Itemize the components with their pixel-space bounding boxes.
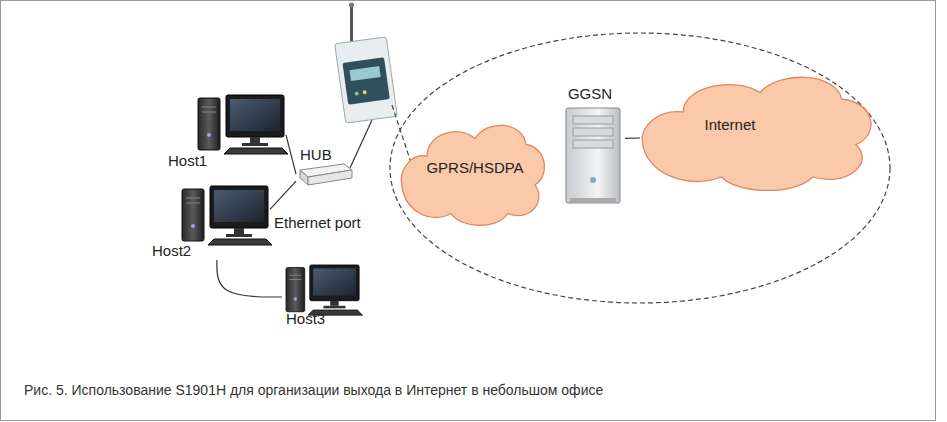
node-label: Host3 bbox=[286, 310, 325, 328]
network-cloud: GPRS/HSDPA bbox=[400, 110, 550, 225]
network-cable bbox=[217, 260, 282, 297]
node-label: GPRS/HSDPA bbox=[426, 159, 523, 177]
cable bbox=[350, 120, 372, 168]
network-cloud: Internet bbox=[640, 60, 880, 190]
gateway-server: GGSN bbox=[555, 85, 625, 215]
computer-icon bbox=[182, 186, 272, 245]
cloud-shape bbox=[640, 60, 880, 190]
network-cable bbox=[286, 135, 296, 174]
computer-icon bbox=[198, 95, 288, 154]
node-label: Host1 bbox=[168, 152, 207, 170]
node-label: Internet bbox=[705, 116, 756, 134]
network-cable bbox=[625, 137, 640, 139]
node-label: GGSN bbox=[568, 85, 612, 103]
host-computer: Host1 bbox=[168, 92, 286, 170]
server-icon bbox=[566, 108, 620, 203]
router-device bbox=[335, 3, 398, 124]
node-label: Host2 bbox=[152, 242, 191, 260]
network-cable bbox=[270, 181, 296, 209]
hub: HUB bbox=[296, 142, 354, 188]
hub-device bbox=[300, 164, 352, 185]
node-label: HUB bbox=[300, 146, 332, 164]
network-boundary bbox=[390, 33, 890, 303]
host-computer: Host3 bbox=[282, 262, 362, 332]
computer-icon bbox=[286, 265, 363, 315]
host-computer: Host2 bbox=[152, 182, 270, 260]
port-label: Ethernet port bbox=[272, 214, 363, 232]
figure-caption: Рис. 5. Использование S1901H для организ… bbox=[24, 382, 603, 399]
